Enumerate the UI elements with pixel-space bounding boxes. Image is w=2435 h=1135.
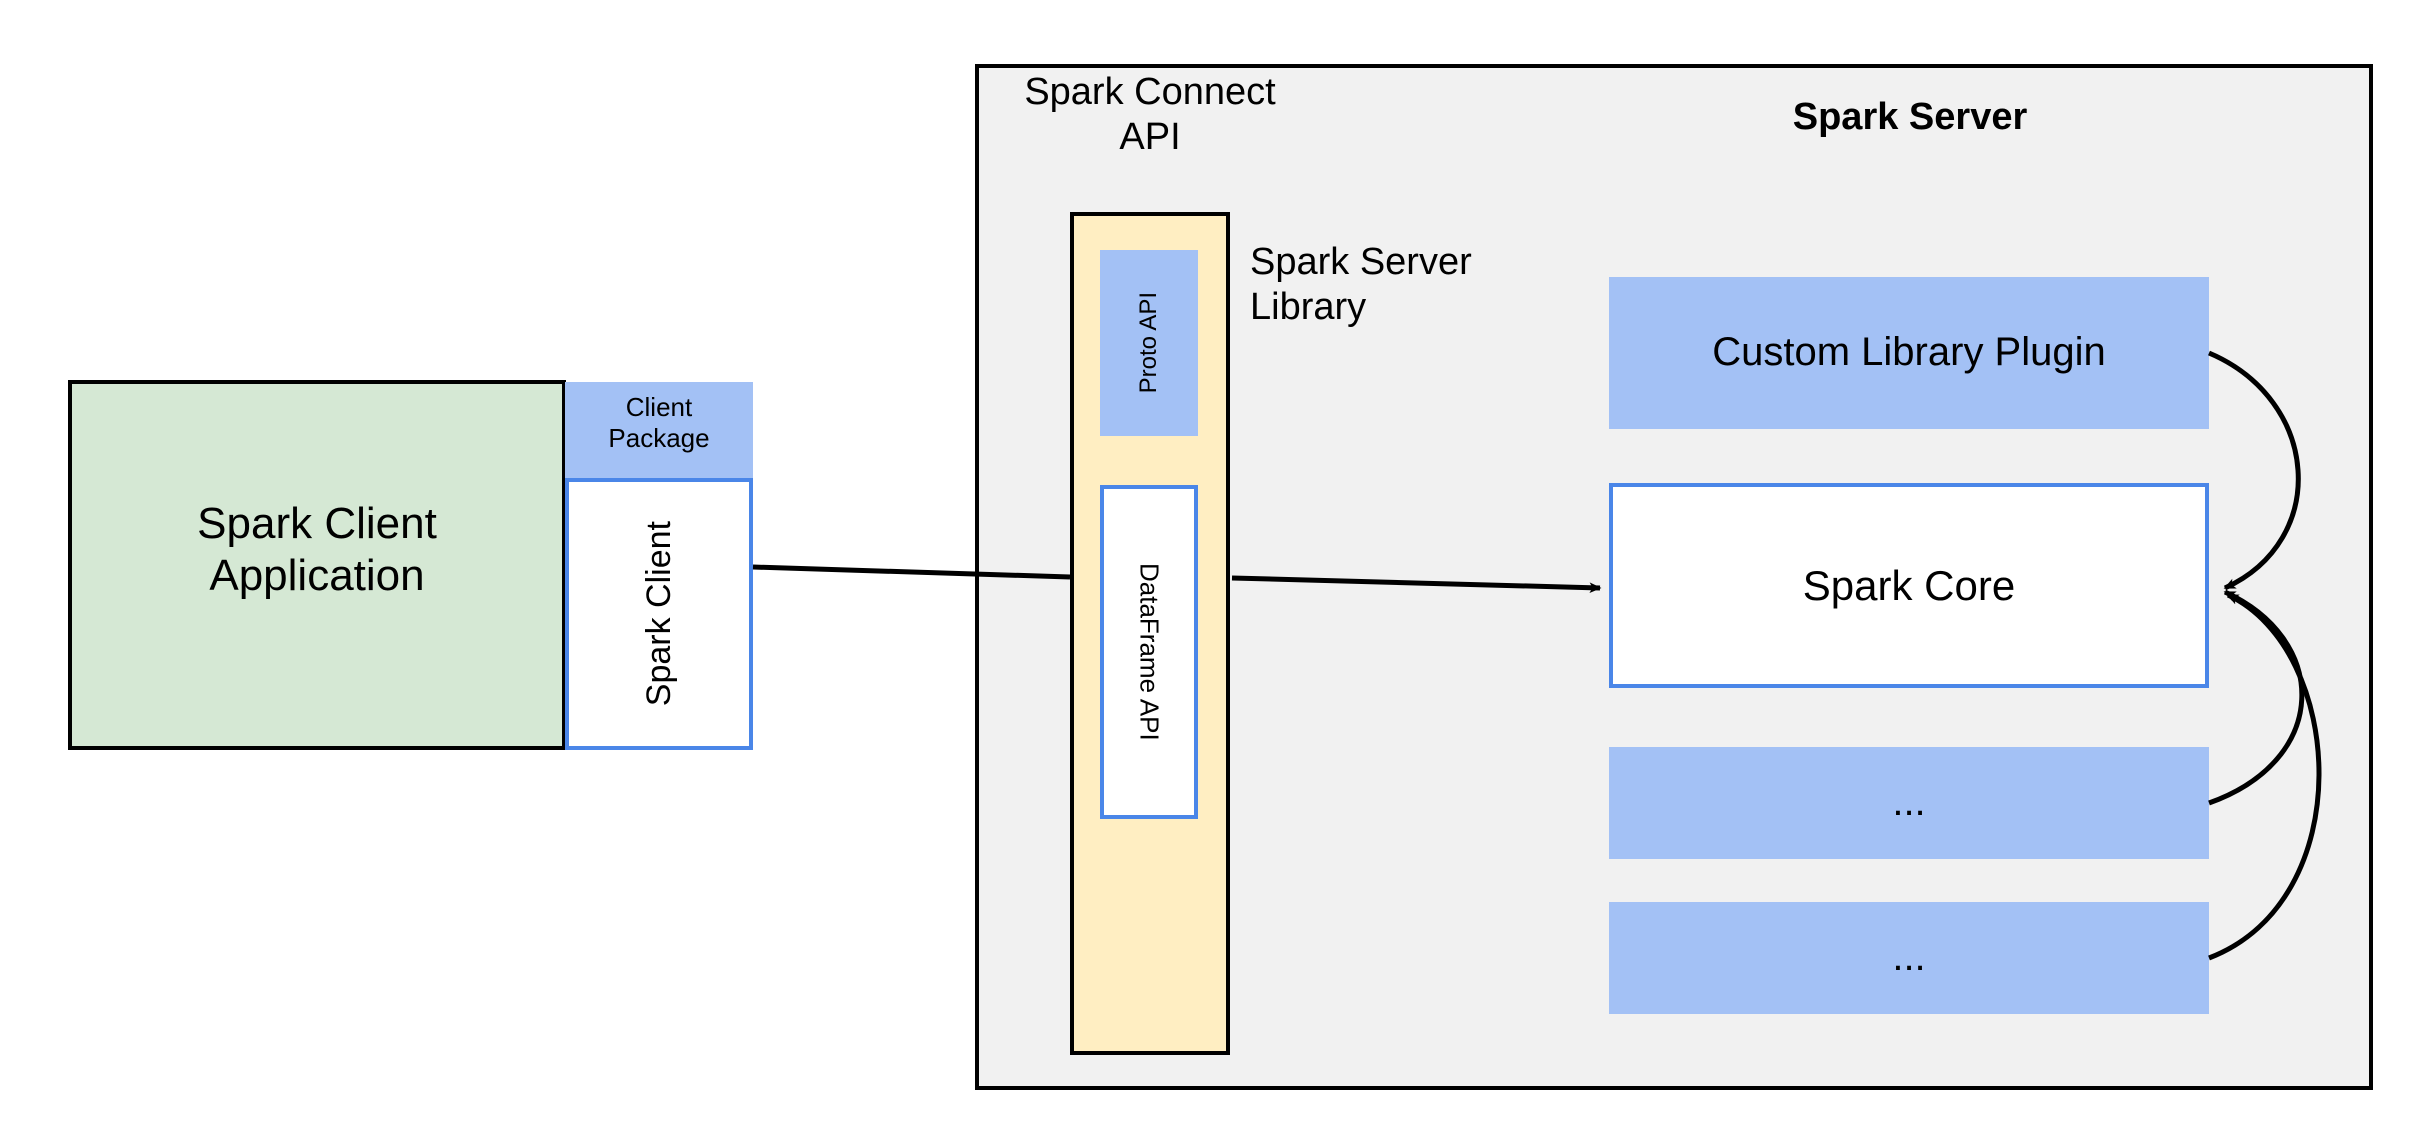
- server-component-ellipsis-box-1: [1609, 747, 2209, 859]
- spark-client-box: [565, 478, 753, 750]
- custom-library-plugin-box: [1609, 277, 2209, 429]
- spark-core-text: Spark Core: [1802, 561, 2016, 609]
- server-component-ellipsis-label-1: ...: [1609, 747, 2209, 859]
- proto-api-box: [1100, 250, 1198, 436]
- spark-connect-api-label-line1: Spark Connect: [1024, 71, 1276, 113]
- spark-server-title: Spark Server: [1792, 96, 2028, 138]
- spark-client-application-line1: Spark Client: [197, 499, 437, 548]
- server-component-ellipsis-label-2: ...: [1609, 902, 2209, 1014]
- spark-server-library-label-line2: Library: [1250, 285, 1367, 328]
- ellipsis-text-1: ...: [1892, 780, 1926, 825]
- spark-core-label: Spark Core: [1609, 483, 2209, 688]
- proto-api-label: Proto API: [1100, 250, 1198, 436]
- spark-client-application-line2: Application: [209, 550, 425, 600]
- spark-client-application-box: [68, 380, 566, 750]
- client-package-box: [565, 382, 753, 478]
- server-component-ellipsis-box-2: [1609, 902, 2209, 1014]
- spark-server-library-label-line1: Spark Server: [1250, 241, 1472, 283]
- spark-core-box: [1609, 483, 2209, 688]
- spark-client-text: Spark Client: [639, 521, 678, 707]
- client-package-line1: Client: [625, 392, 693, 422]
- client-package-line2: Package: [608, 422, 710, 453]
- dataframe-api-label: DataFrame API: [1100, 485, 1198, 819]
- proto-api-text: Proto API: [1134, 292, 1162, 394]
- ellipsis-text-2: ...: [1892, 935, 1926, 980]
- spark-connect-api-label-line2: API: [1119, 115, 1181, 158]
- dataframe-api-box: [1100, 485, 1198, 819]
- custom-library-plugin-label: Custom Library Plugin: [1609, 277, 2209, 429]
- dataframe-api-text: DataFrame API: [1134, 563, 1165, 741]
- custom-library-plugin-text: Custom Library Plugin: [1712, 330, 2106, 375]
- spark-client-label: Spark Client: [565, 478, 753, 750]
